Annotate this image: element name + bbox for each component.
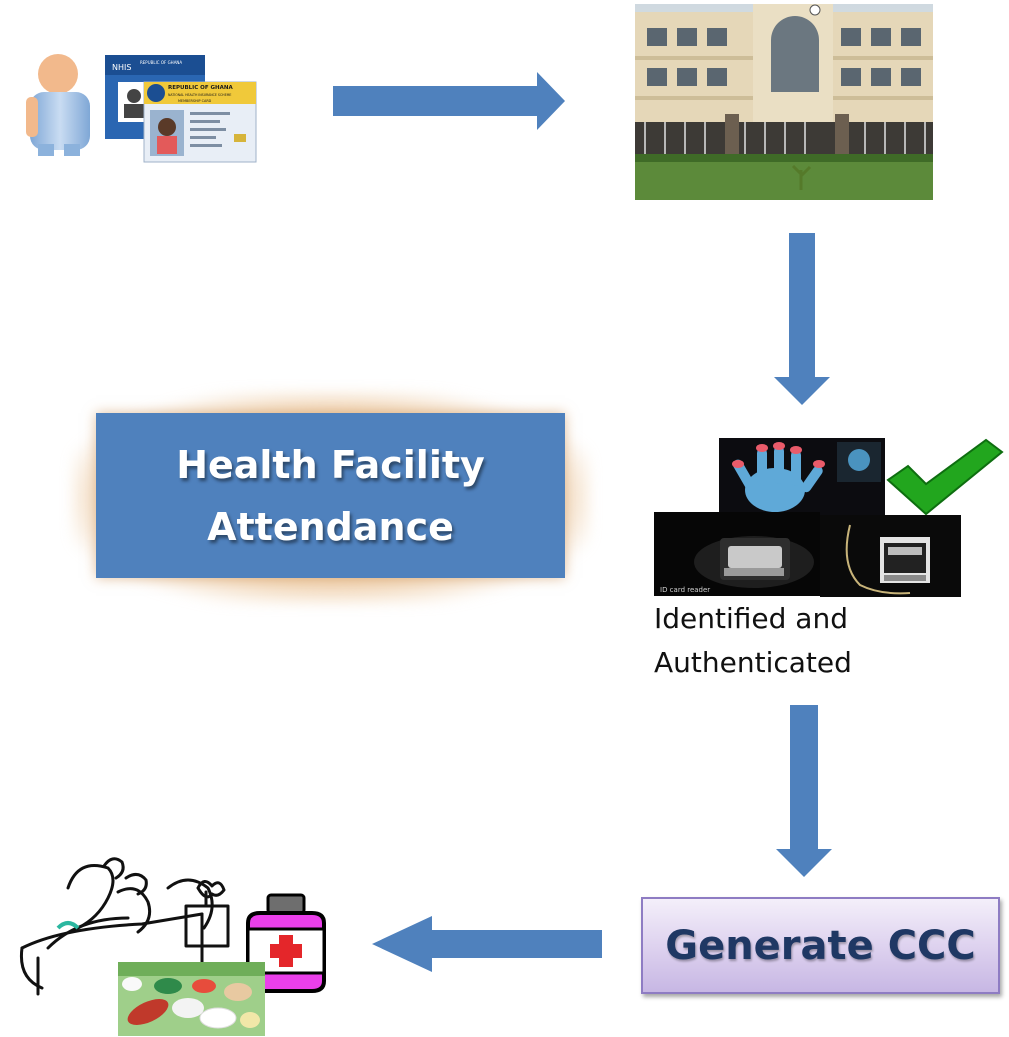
svg-text:MEMBERSHIP CARD: MEMBERSHIP CARD [178,99,212,103]
arrow-right [333,72,565,130]
svg-text:NHIS: NHIS [112,63,131,72]
hospital-building-image [635,4,933,200]
arrow-left [372,916,602,972]
health-facility-attendance-label: Health Facility Attendance [176,442,485,549]
identified-line: Identified and [654,602,848,635]
svg-text:ID card reader: ID card reader [660,586,710,594]
arrow-down-2 [776,705,832,877]
generate-ccc-label: Generate CCC [665,922,976,969]
id-card-reader-image: ID card reader [654,512,820,596]
pills-image [118,962,265,1036]
svg-text:REPUBLIC OF GHANA: REPUBLIC OF GHANA [140,60,182,65]
biometric-hand-scan-image [719,438,885,518]
identified-authenticated-label: Identified and Authenticated [654,597,914,685]
person-with-id-cards: NHIS REPUBLIC OF GHANA REPUBLIC OF GHANA… [26,54,257,163]
svg-text:REPUBLIC OF GHANA: REPUBLIC OF GHANA [168,85,234,91]
person-icon [26,54,90,156]
generate-ccc-box: Generate CCC [641,897,1000,994]
check-mark-icon [886,438,1004,516]
authenticated-line: Authenticated [654,646,852,679]
health-facility-attendance-box: Health Facility Attendance [96,413,565,578]
fingerprint-scanner-image [820,515,961,597]
arrow-down-1 [774,233,830,405]
id-card-front: REPUBLIC OF GHANA NATIONAL HEALTH INSURA… [143,81,257,163]
svg-text:NATIONAL HEALTH INSURANCE SCHE: NATIONAL HEALTH INSURANCE SCHEME [168,93,231,97]
